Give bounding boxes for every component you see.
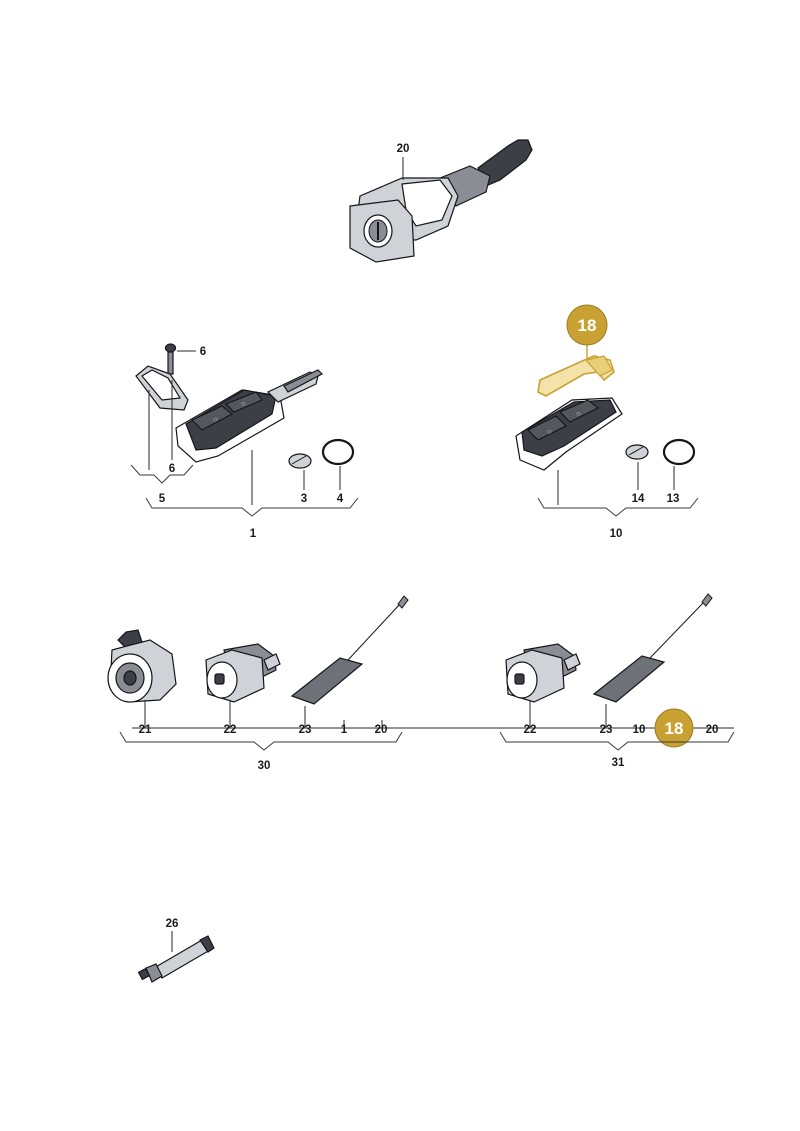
svg-text:○: ○ [547, 427, 552, 436]
svg-text:18: 18 [578, 316, 597, 335]
part-label-10-b[interactable]: 10 [633, 724, 646, 736]
svg-text:○: ○ [576, 409, 581, 418]
part-label-1[interactable]: 1 [250, 528, 257, 540]
grease-tube[interactable] [137, 935, 215, 983]
part-label-21[interactable]: 21 [139, 724, 152, 736]
bracket-10 [537, 497, 699, 517]
part-label-6-screw[interactable]: 6 [200, 346, 206, 358]
part-label-20-b[interactable]: 20 [706, 724, 719, 736]
ignition-lock-housing[interactable] [107, 629, 177, 703]
part-label-22[interactable]: 22 [224, 724, 237, 736]
o-ring[interactable] [321, 438, 355, 466]
part-label-23-b[interactable]: 23 [600, 724, 613, 736]
screw[interactable] [164, 343, 177, 375]
part-label-10[interactable]: 10 [610, 528, 623, 540]
bracket-31 [499, 731, 735, 751]
part-label-22-b[interactable]: 22 [524, 724, 537, 736]
svg-text:18: 18 [665, 719, 684, 738]
part-label-1-row[interactable]: 1 [341, 724, 348, 736]
bracket-30 [119, 731, 403, 751]
battery-cell[interactable] [625, 444, 649, 460]
part-label-13[interactable]: 13 [667, 493, 680, 505]
highlight-badge-18-key[interactable]: 18 [566, 304, 608, 346]
part-label-23[interactable]: 23 [299, 724, 312, 736]
part-label-20-top[interactable]: 20 [397, 143, 410, 155]
smart-key-remote[interactable]: ○ ○ [515, 397, 623, 471]
emergency-key-blade[interactable] [537, 355, 615, 397]
part-label-20-row[interactable]: 20 [375, 724, 388, 736]
bracket-1 [145, 497, 359, 517]
part-label-14[interactable]: 14 [632, 493, 645, 505]
part-label-4[interactable]: 4 [337, 493, 344, 505]
part-label-31[interactable]: 31 [612, 757, 625, 769]
part-label-30[interactable]: 30 [258, 760, 271, 772]
part-label-26[interactable]: 26 [166, 918, 179, 930]
key-bracket[interactable] [135, 365, 189, 411]
battery-cell[interactable] [288, 453, 312, 469]
door-lock-cylinder[interactable] [505, 643, 581, 703]
svg-text:○: ○ [213, 415, 218, 424]
bracket-6 [130, 464, 194, 484]
lock-cylinder-housing[interactable] [349, 139, 533, 263]
o-ring[interactable] [662, 438, 696, 466]
highlight-badge-18-row[interactable]: 18 [654, 708, 694, 748]
part-label-5[interactable]: 5 [159, 493, 166, 505]
svg-text:○: ○ [241, 399, 246, 408]
code-tag[interactable] [290, 595, 409, 705]
part-label-3[interactable]: 3 [301, 493, 307, 505]
flip-key-remote[interactable]: ○ ○ [175, 369, 323, 463]
door-lock-cylinder[interactable] [205, 643, 281, 703]
part-label-6-bracket[interactable]: 6 [169, 463, 175, 475]
code-tag[interactable] [592, 593, 713, 703]
